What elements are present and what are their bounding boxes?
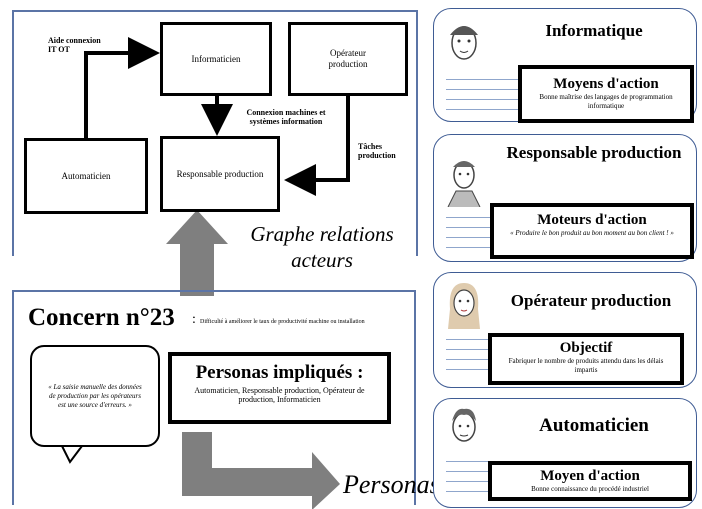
- portrait-sketch-icon: [442, 17, 486, 67]
- card-responsable-title: Responsable production: [506, 143, 682, 162]
- box-operateur: Opérateur production: [288, 22, 408, 96]
- card-automaticien-title: Automaticien: [539, 415, 649, 436]
- card-automaticien-heading: Moyen d'action: [540, 468, 640, 484]
- personas-box: Personas impliqués : Automaticien, Respo…: [168, 352, 391, 424]
- box-automaticien: Automaticien: [24, 138, 148, 214]
- card-responsable-text: « Produire le bon produit au bon moment …: [510, 229, 674, 237]
- personas-title: Personas impliqués :: [195, 362, 364, 383]
- card-operateur-text: Fabriquer le nombre de produits attendu …: [508, 357, 664, 374]
- box-automaticien-label: Automaticien: [61, 170, 111, 181]
- concern-separator: :: [192, 312, 196, 327]
- card-operateur-heading: Objectif: [559, 340, 613, 356]
- card-informatique: Informatique Moyens d'action Bonne maîtr…: [433, 8, 697, 123]
- card-informatique-heading: Moyens d'action: [553, 76, 659, 92]
- label-connexion-machines: Connexion machines et systèmes informati…: [246, 108, 326, 126]
- concern-description: Difficulté à améliorer le taux de produc…: [200, 319, 365, 325]
- box-operateur-label: Opérateur production: [328, 48, 368, 69]
- quote-bubble: « La saisie manuelle des données de prod…: [30, 345, 160, 447]
- box-informaticien-label: Informaticien: [191, 53, 241, 64]
- card-responsable-heading: Moteurs d'action: [537, 212, 647, 228]
- graph-title-line1: Graphe relations: [250, 222, 394, 246]
- graph-title-line2: acteurs: [291, 248, 353, 272]
- card-informatique-text: Bonne maîtrise des langages de programma…: [539, 93, 673, 110]
- personas-list: Automaticien, Responsable production, Op…: [194, 386, 365, 404]
- grey-up-arrow: [166, 210, 228, 296]
- bubble-tail: [61, 445, 83, 464]
- card-automaticien-text: Bonne connaissance du procédé industriel: [531, 485, 649, 493]
- personas-label: Personas: [343, 470, 440, 499]
- card-operateur-box: Objectif Fabriquer le nombre de produits…: [488, 333, 684, 385]
- actor-graph-frame: [12, 10, 418, 256]
- grey-bent-arrow: [182, 432, 340, 509]
- card-informatique-title: Informatique: [545, 21, 643, 40]
- card-responsable: Responsable production Moteurs d'action …: [433, 134, 697, 262]
- card-automaticien: Automaticien Moyen d'action Bonne connai…: [433, 398, 697, 508]
- card-automaticien-box: Moyen d'action Bonne connaissance du pro…: [488, 461, 692, 501]
- concern-frame: [12, 290, 416, 505]
- card-operateur-title: Opérateur production: [510, 291, 672, 310]
- label-taches-production: Tâches production: [358, 142, 396, 160]
- quote-text: « La saisie manuelle des données de prod…: [48, 382, 142, 409]
- portrait-sketch-icon: [442, 153, 486, 207]
- graph-title: Graphe relations acteurs: [232, 221, 412, 273]
- card-informatique-box: Moyens d'action Bonne maîtrise des langa…: [518, 65, 694, 123]
- box-responsable-label: Responsable production: [176, 168, 264, 179]
- label-aide-connexion: Aide connexion IT OT: [48, 36, 101, 54]
- concern-title: Concern n°23: [28, 304, 175, 331]
- card-responsable-box: Moteurs d'action « Produire le bon produ…: [490, 203, 694, 259]
- portrait-sketch-icon: [442, 279, 486, 333]
- card-operateur: Opérateur production Objectif Fabriquer …: [433, 272, 697, 388]
- box-informaticien: Informaticien: [160, 22, 272, 96]
- portrait-sketch-icon: [442, 403, 486, 455]
- box-responsable: Responsable production: [160, 136, 280, 212]
- arrow-operateur-to-responsable: [284, 96, 350, 196]
- arrow-automaticien-to-informaticien: [84, 37, 160, 138]
